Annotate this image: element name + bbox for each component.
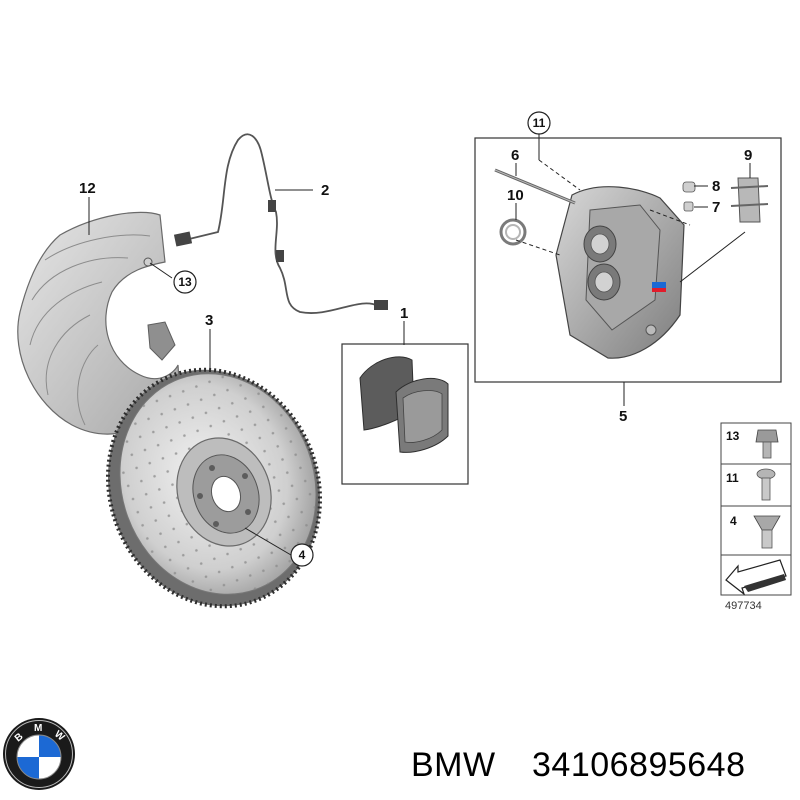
legend-13-label: 13 xyxy=(726,429,740,443)
callout-4-circle: 4 xyxy=(290,543,314,567)
part-number: 34106895648 xyxy=(532,746,746,784)
legend-11-label: 11 xyxy=(726,471,739,485)
bolt-4-icon xyxy=(753,515,781,549)
callout-11: 11 xyxy=(533,116,546,130)
callout-13: 13 xyxy=(178,275,192,289)
callout-1: 1 xyxy=(400,305,408,322)
bmw-logo: B M W xyxy=(3,718,75,790)
callout-2: 2 xyxy=(321,182,329,199)
callout-8: 8 xyxy=(712,178,720,195)
brand-name: BMW xyxy=(411,746,496,784)
callout-6: 6 xyxy=(511,147,519,164)
callout-13-circle: 13 xyxy=(173,270,197,294)
wear-sensor xyxy=(173,133,388,314)
callout-10: 10 xyxy=(507,187,524,204)
arrow-icon xyxy=(725,559,787,596)
heat-shield xyxy=(17,211,181,435)
fastener-legend: 13 11 4 xyxy=(720,422,792,596)
brake-disc xyxy=(106,367,322,609)
callout-12: 12 xyxy=(79,180,96,197)
diagram-ref-number: 497734 xyxy=(725,600,762,612)
legend-4-label: 4 xyxy=(730,514,737,528)
callout-9: 9 xyxy=(744,147,752,164)
logo-letter-m: M xyxy=(34,723,42,734)
callout-4: 4 xyxy=(299,548,306,562)
caliper-box xyxy=(474,137,782,383)
callout-3: 3 xyxy=(205,312,213,329)
bolt-13-icon xyxy=(755,429,779,459)
callout-7: 7 xyxy=(712,199,720,216)
brake-pads-box xyxy=(341,343,469,485)
callout-5: 5 xyxy=(619,408,627,425)
bolt-11-icon xyxy=(756,468,776,501)
callout-11-circle: 11 xyxy=(527,111,551,135)
